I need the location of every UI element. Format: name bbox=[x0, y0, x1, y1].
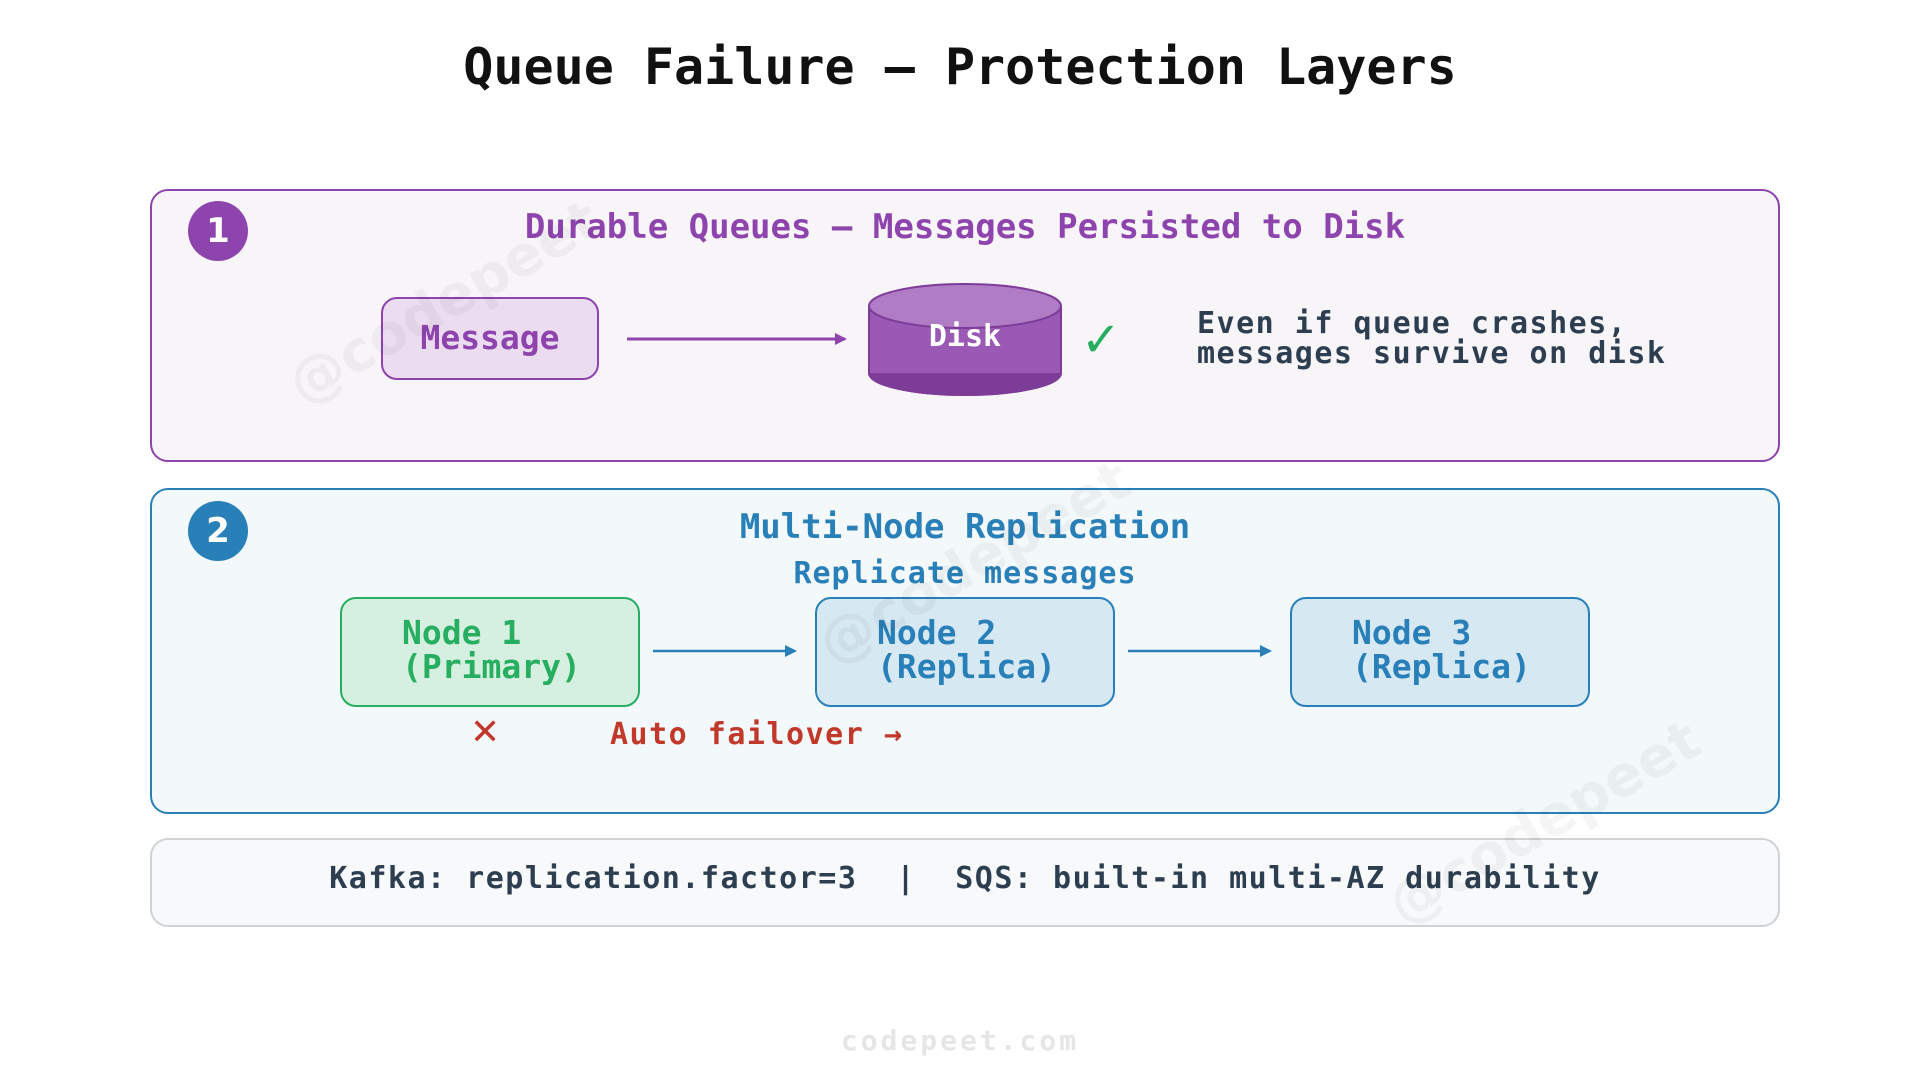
footer-note: Kafka: replication.factor=3 | SQS: built… bbox=[329, 861, 1601, 896]
node-3-replica: Node 3 (Replica) bbox=[1290, 597, 1590, 707]
check-icon: ✓ bbox=[1081, 312, 1121, 368]
replication-heading: Multi-Node Replication bbox=[739, 507, 1191, 547]
durability-note-line: messages survive on disk bbox=[1197, 336, 1666, 371]
message-box: Message bbox=[381, 297, 599, 380]
durable-queues-heading: Durable Queues — Messages Persisted to D… bbox=[524, 207, 1406, 247]
durability-note: Even if queue crashes,messages survive o… bbox=[1197, 306, 1666, 371]
node-2-replica: Node 2 (Replica) bbox=[815, 597, 1115, 707]
layer-2-badge: 2 bbox=[188, 501, 248, 561]
footer-note-panel bbox=[150, 838, 1780, 927]
page-title: Queue Failure — Protection Layers bbox=[463, 38, 1457, 96]
replicate-messages-label: Replicate messages bbox=[793, 556, 1137, 591]
failure-x-icon: ✕ bbox=[470, 712, 501, 753]
disk-label: Disk bbox=[929, 319, 1001, 354]
site-watermark: codepeet.com bbox=[840, 1024, 1080, 1057]
node-1-primary: Node 1 (Primary) bbox=[340, 597, 640, 707]
disk-cylinder-icon: Disk bbox=[868, 283, 1062, 396]
layer-1-badge: 1 bbox=[188, 201, 248, 261]
auto-failover-label: Auto failover → bbox=[610, 717, 904, 752]
durability-note-line: Even if queue crashes, bbox=[1197, 306, 1627, 341]
